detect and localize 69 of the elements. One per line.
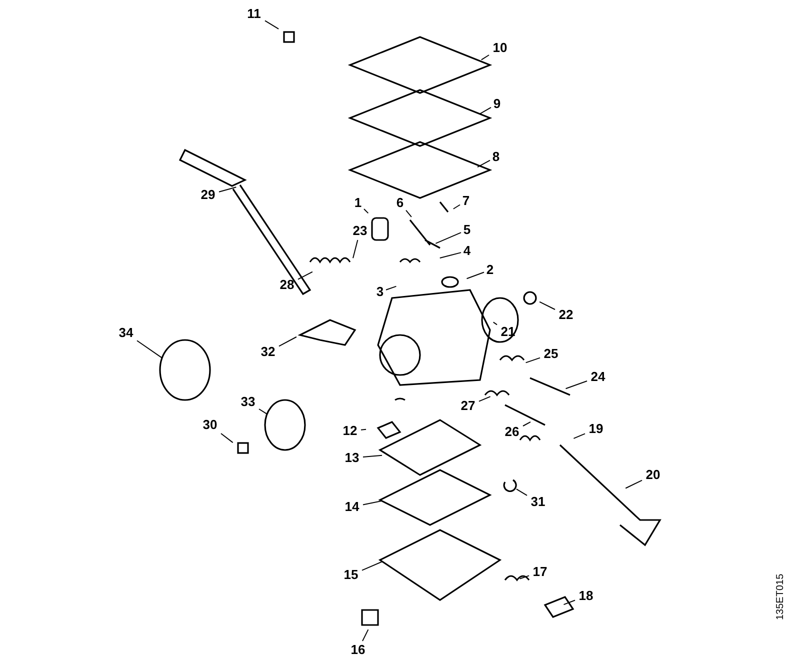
leader-line [439, 252, 462, 258]
leader-line [565, 380, 588, 390]
callout-number: 18 [578, 589, 594, 603]
leader-line [522, 421, 531, 426]
callout-number: 12 [342, 424, 358, 438]
leader-line [362, 629, 369, 642]
callout-number: 23 [352, 224, 368, 238]
callout-number: 34 [118, 326, 134, 340]
callout-number: 6 [396, 196, 404, 210]
callout-number: 17 [532, 565, 548, 579]
callout-number: 28 [280, 278, 294, 292]
callout-number: 25 [544, 347, 558, 361]
leader-line [406, 210, 412, 218]
callout-number: 26 [504, 425, 520, 439]
callout-number: 19 [588, 422, 604, 436]
callout-number: 7 [462, 194, 470, 208]
leader-line [360, 428, 367, 430]
leader-line [516, 488, 528, 496]
leader-line [264, 20, 280, 30]
leader-line [218, 186, 237, 192]
callout-number: 29 [200, 188, 216, 202]
leader-line [477, 160, 490, 168]
callout-number: 4 [463, 244, 471, 258]
callout-number: 16 [350, 643, 366, 657]
leader-line [563, 600, 576, 606]
callout-number: 8 [492, 150, 500, 164]
leader-line [625, 480, 642, 489]
leader-line [519, 575, 530, 580]
leader-line [298, 271, 313, 280]
leader-line [258, 408, 268, 414]
callout-number: 15 [344, 568, 358, 582]
drawing-code: 135ET015 [775, 574, 786, 620]
callout-number: 2 [486, 263, 494, 277]
callout-number: 32 [260, 345, 276, 359]
callout-number: 21 [500, 325, 516, 339]
callout-number: 31 [530, 495, 546, 509]
leader-line [136, 340, 162, 358]
callout-number: 1 [354, 196, 362, 210]
callout-number: 33 [240, 395, 256, 409]
callout-number: 11 [247, 7, 261, 21]
callout-number: 9 [493, 97, 501, 111]
leader-line [452, 204, 460, 210]
leader-line [362, 561, 383, 571]
leader-line [480, 54, 490, 60]
leader-line [478, 106, 492, 115]
leader-line [466, 272, 484, 280]
leader-line [539, 301, 556, 310]
callout-number: 30 [202, 418, 218, 432]
callout-number: 13 [344, 451, 360, 465]
callout-number: 20 [646, 468, 660, 482]
leader-line [492, 322, 498, 326]
leader-line [352, 240, 358, 259]
leader-line [220, 432, 234, 444]
callout-number: 22 [558, 308, 574, 322]
leader-line [525, 357, 540, 364]
leader-line [364, 208, 369, 214]
leader-line [278, 336, 297, 347]
leader-line [386, 286, 397, 290]
callout-number: 24 [590, 370, 606, 384]
callout-number: 10 [492, 41, 508, 55]
leader-line [478, 396, 491, 402]
callout-number: 27 [460, 399, 476, 413]
leader-line [573, 433, 586, 439]
leader-line [362, 500, 383, 506]
callout-number: 3 [376, 285, 384, 299]
callout-number: 5 [463, 223, 471, 237]
leader-line [435, 232, 462, 244]
callout-number: 14 [344, 500, 360, 514]
leader-line [362, 454, 383, 458]
